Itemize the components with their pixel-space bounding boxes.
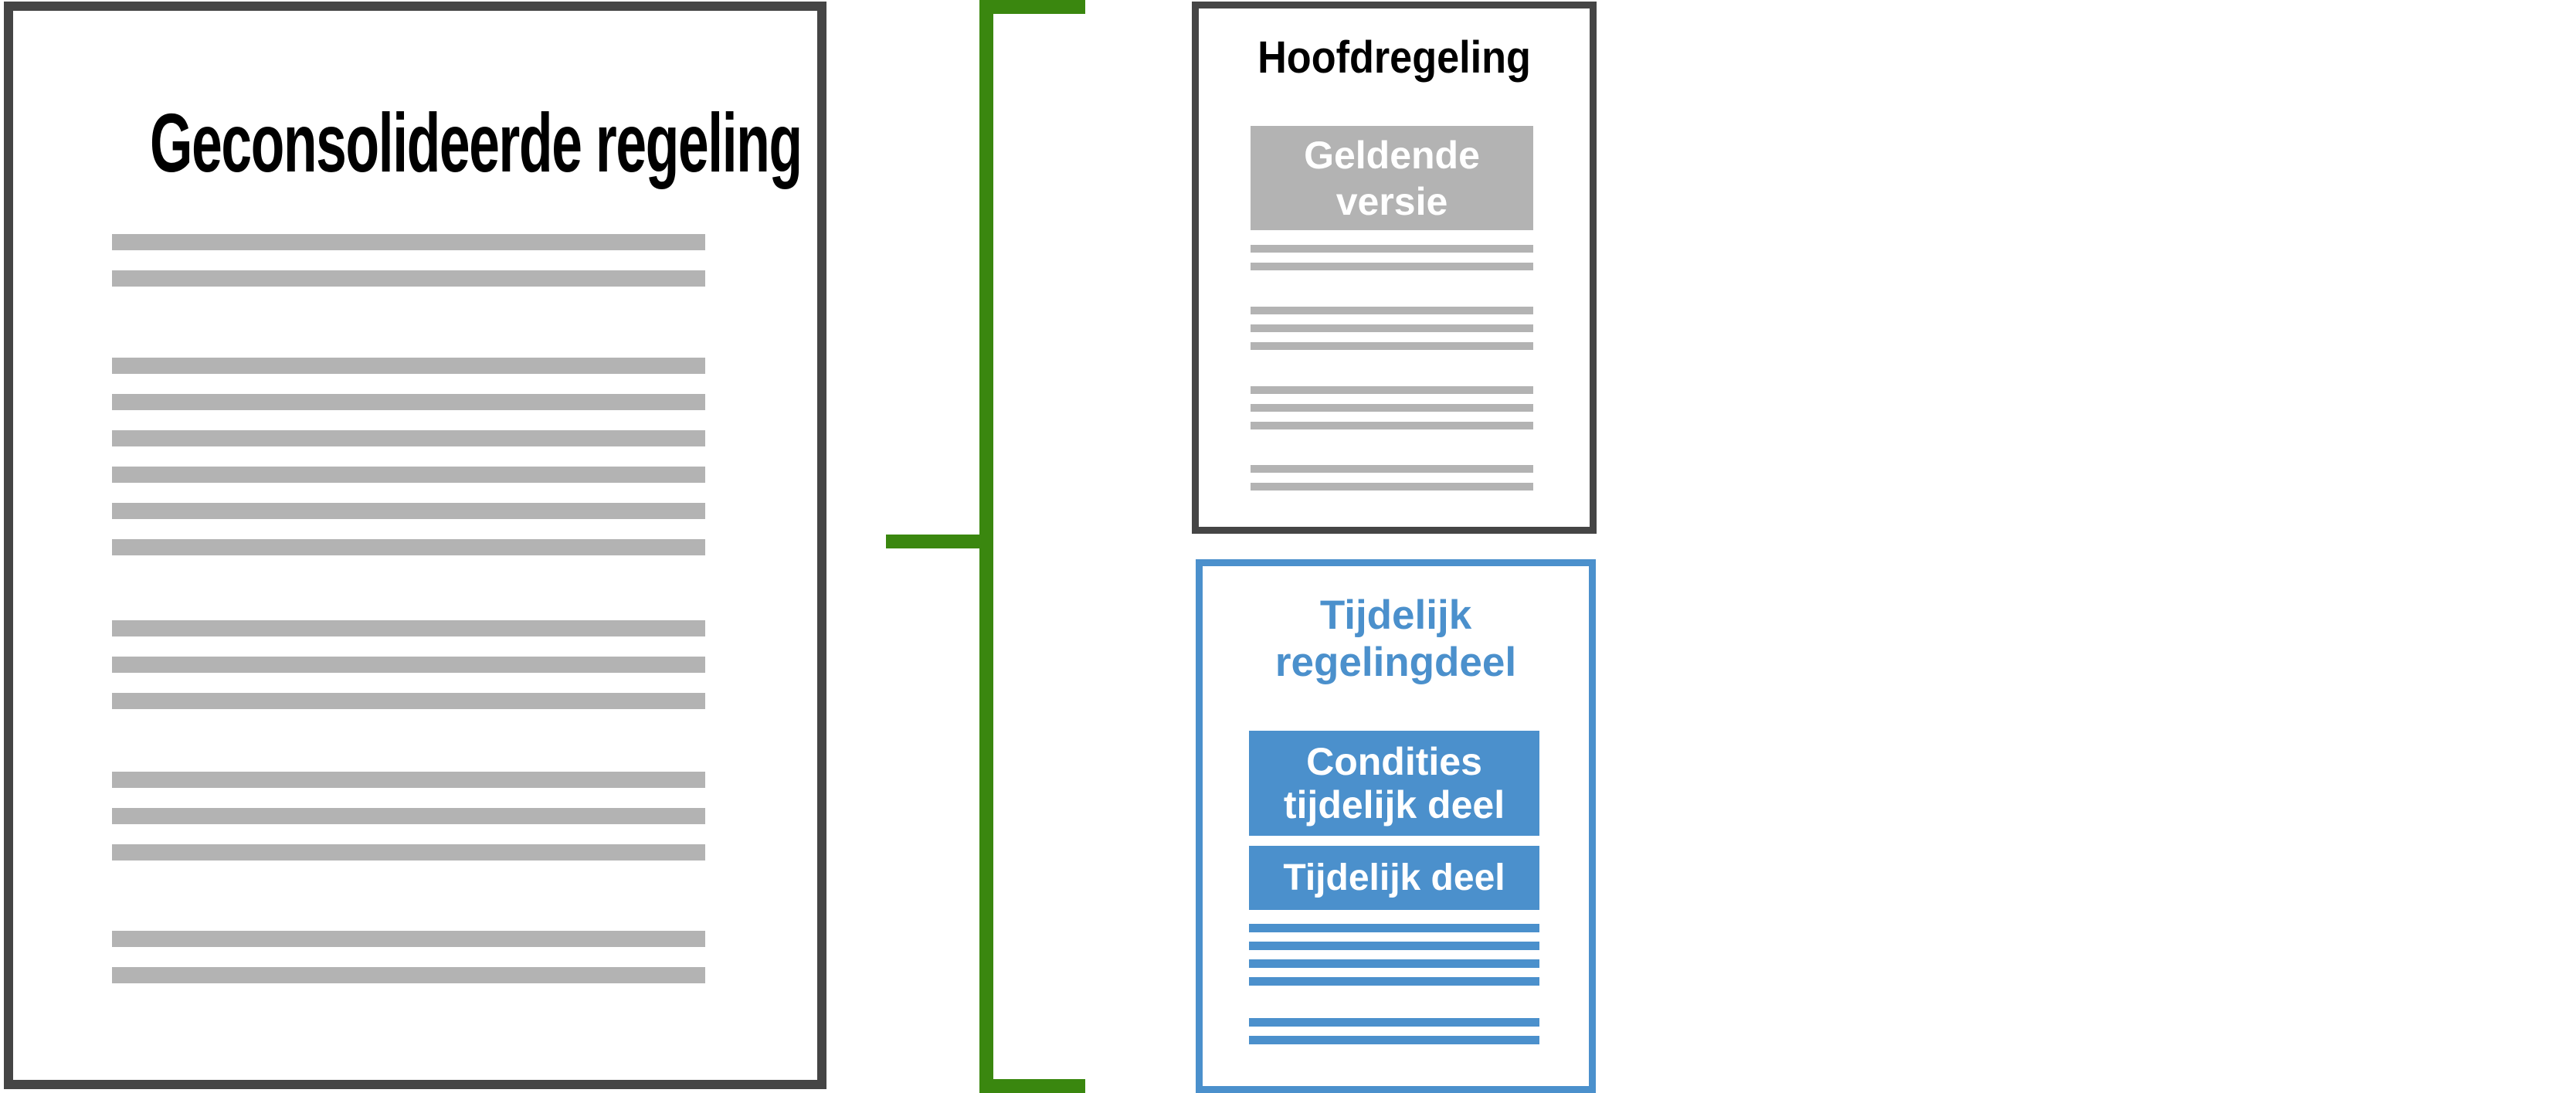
- text-lines-group: [112, 234, 705, 307]
- text-lines-group: [112, 358, 705, 575]
- text-line: [112, 967, 705, 983]
- text-line: [112, 467, 705, 483]
- text-lines-group: [1251, 245, 1533, 280]
- text-line: [1251, 307, 1533, 314]
- text-line: [1249, 924, 1539, 932]
- text-line: [112, 503, 705, 519]
- text-line: [112, 394, 705, 410]
- text-lines-group: [112, 772, 705, 881]
- bracket-top-arm: [979, 0, 1085, 14]
- bracket-middle-arm: [886, 535, 993, 548]
- text-line: [112, 693, 705, 709]
- text-line: [1249, 977, 1539, 986]
- bracket-bottom-arm: [979, 1079, 1085, 1093]
- text-line: [112, 772, 705, 788]
- temporary-regulation-part-title: Tijdelijk regelingdeel: [1274, 592, 1517, 685]
- text-line: [1251, 263, 1533, 270]
- text-line: [1249, 1036, 1539, 1044]
- text-lines-group: [1249, 1018, 1539, 1054]
- text-lines-group: [1251, 307, 1533, 360]
- text-line: [1251, 324, 1533, 332]
- text-line: [112, 539, 705, 555]
- text-line: [112, 358, 705, 374]
- text-line: [112, 270, 705, 287]
- text-line: [1251, 465, 1533, 473]
- text-line: [1251, 245, 1533, 253]
- main-regulation-document: Hoofdregeling Geldende versie: [1192, 2, 1597, 534]
- text-line: [112, 657, 705, 673]
- text-lines-group: [1251, 386, 1533, 440]
- text-line: [1249, 942, 1539, 950]
- main-regulation-title: Hoofdregeling: [1257, 32, 1531, 83]
- text-lines-group: [112, 931, 705, 1003]
- text-line: [1249, 1018, 1539, 1027]
- text-line: [112, 844, 705, 860]
- text-lines-group: [112, 620, 705, 729]
- text-line: [1251, 483, 1533, 490]
- text-line: [1251, 386, 1533, 394]
- text-line: [1251, 342, 1533, 350]
- current-version-badge: Geldende versie: [1251, 126, 1533, 230]
- temporary-regulation-part-document: Tijdelijk regelingdeel Condities tijdeli…: [1196, 559, 1596, 1093]
- consolidated-regulation-title: Geconsolideerde regeling: [149, 96, 803, 189]
- temporary-part-badge: Tijdelijk deel: [1249, 846, 1539, 910]
- consolidated-regulation-document: Geconsolideerde regeling: [4, 2, 826, 1089]
- text-line: [112, 234, 705, 250]
- text-line: [112, 808, 705, 824]
- text-lines-group: [1249, 924, 1539, 995]
- text-line: [112, 430, 705, 446]
- text-lines-group: [1251, 465, 1533, 501]
- text-line: [112, 931, 705, 947]
- text-line: [1249, 959, 1539, 968]
- text-line: [1251, 422, 1533, 429]
- temporary-conditions-badge: Condities tijdelijk deel: [1249, 731, 1539, 836]
- text-line: [112, 620, 705, 636]
- text-line: [1251, 404, 1533, 412]
